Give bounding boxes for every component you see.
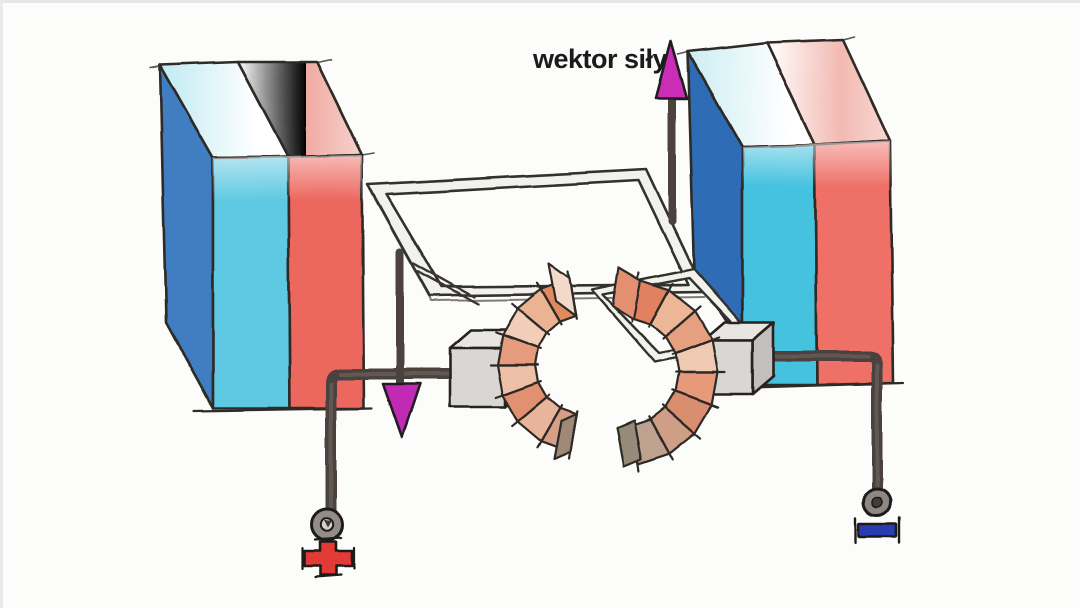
sketch-overshoot [677, 36, 856, 56]
commutator-right-half [630, 271, 727, 473]
force-vector-label: wektor siły [532, 44, 668, 74]
right-wire-texture [764, 354, 879, 491]
right-terminal [854, 487, 901, 545]
right-ring-top-cap [611, 266, 643, 321]
force-vector-down-arrow [381, 248, 422, 440]
commutator-segment-line [671, 335, 720, 356]
left-magnet-highlight [213, 155, 364, 258]
minus-end-ticks [854, 516, 901, 545]
left-magnet-bottom-line [192, 406, 374, 413]
commutator-segment-line [511, 394, 551, 428]
scan-edge-top [0, 0, 1080, 3]
commutator-segment-line [511, 302, 551, 336]
left-brush-front [448, 346, 507, 409]
right-magnet-highlight [742, 141, 892, 243]
commutator-segment-line [662, 404, 702, 439]
commutator-segment-line [494, 331, 542, 351]
up-arrowhead-icon [654, 40, 689, 100]
left-ring-bottom-cap [552, 412, 578, 461]
commutator-end-caps [547, 261, 643, 468]
coil-end-connector [409, 260, 480, 306]
commutator-segment-line [494, 379, 542, 399]
commutator-segment-line [536, 404, 563, 449]
plus-end-ticks [300, 536, 356, 579]
right-ring-bottom-cap [615, 419, 643, 468]
down-arrowhead-icon [381, 382, 422, 440]
commutator-segment-line [648, 283, 674, 329]
minus-terminal-icon [857, 522, 898, 539]
right-terminal-hole [871, 496, 883, 508]
commutator-segment-line [536, 281, 563, 326]
left-ring-top-cap [547, 261, 578, 318]
left-magnet [149, 58, 375, 413]
force-vector-up-arrow [654, 40, 689, 225]
commutator-segment-line [648, 415, 674, 461]
commutator-segment-line [662, 305, 702, 340]
scan-edge-left [0, 0, 3, 608]
left-terminal [300, 508, 356, 579]
left-terminal-pin [324, 521, 332, 528]
sketch-overshoot [149, 58, 375, 156]
commutator-segment-line [671, 388, 720, 409]
